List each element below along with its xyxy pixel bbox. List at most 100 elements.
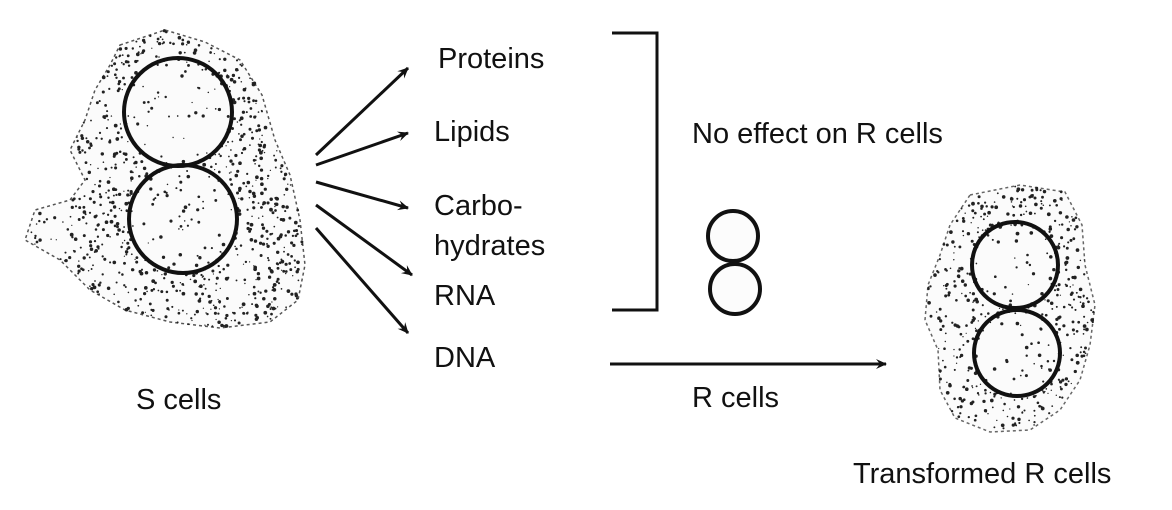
- stipple-dot: [80, 134, 84, 138]
- stipple-dot: [135, 166, 137, 168]
- stipple-dot: [1020, 333, 1024, 337]
- stipple-dot: [991, 406, 994, 409]
- stipple-dot: [1048, 412, 1051, 415]
- stipple-dot: [132, 156, 135, 159]
- stipple-dot: [953, 348, 955, 351]
- stipple-dot: [140, 160, 144, 164]
- stipple-dot: [958, 267, 961, 270]
- stipple-dot: [245, 185, 248, 188]
- stipple-dot: [69, 215, 72, 218]
- stipple-dot: [945, 287, 948, 290]
- r-cell-upper: [706, 209, 760, 263]
- stipple-dot: [191, 319, 193, 322]
- stipple-dot: [985, 410, 987, 413]
- stipple-dot: [273, 225, 276, 228]
- stipple-dot: [292, 275, 294, 277]
- stipple-dot: [252, 99, 256, 103]
- stipple-dot: [249, 115, 253, 118]
- stipple-dot: [1079, 259, 1082, 262]
- stipple-dot: [192, 273, 196, 278]
- stipple-dot: [986, 234, 990, 237]
- stipple-dot: [231, 162, 235, 166]
- stipple-dot: [238, 133, 240, 135]
- stipple-dot: [1033, 424, 1035, 426]
- stipple-dot: [178, 175, 181, 178]
- stipple-dot: [1029, 231, 1034, 235]
- stipple-dot: [259, 168, 264, 172]
- stipple-dot: [88, 256, 91, 259]
- stipple-dot: [76, 139, 79, 143]
- stipple-dot: [1048, 230, 1051, 233]
- stipple-dot: [106, 70, 110, 74]
- stipple-dot: [246, 208, 249, 211]
- stipple-dot: [96, 290, 100, 294]
- stipple-dot: [259, 254, 263, 257]
- stipple-dot: [253, 265, 258, 270]
- stipple-dot: [958, 245, 962, 249]
- stipple-dot: [288, 262, 292, 265]
- stipple-dot: [219, 250, 222, 253]
- stipple-dot: [112, 205, 117, 209]
- stipple-dot: [188, 203, 191, 206]
- stipple-dot: [1059, 385, 1062, 388]
- stipple-dot: [257, 124, 261, 128]
- stipple-dot: [965, 332, 967, 334]
- stipple-dot: [943, 285, 945, 287]
- stipple-dot: [236, 121, 239, 123]
- stipple-dot: [1082, 294, 1085, 297]
- stipple-dot: [241, 306, 243, 308]
- stipple-dot: [152, 238, 155, 241]
- stipple-dot: [1055, 305, 1058, 308]
- stipple-dot: [181, 38, 185, 42]
- stipple-dot: [956, 274, 961, 278]
- stipple-dot: [230, 149, 232, 151]
- stipple-dot: [110, 64, 114, 67]
- stipple-dot: [986, 290, 989, 293]
- stipple-dot: [1075, 353, 1079, 358]
- stipple-dot: [119, 127, 123, 130]
- stipple-dot: [210, 299, 213, 302]
- stipple-dot: [958, 396, 962, 401]
- stipple-dot: [223, 68, 227, 73]
- stipple-dot: [236, 254, 239, 256]
- stipple-dot: [133, 116, 136, 119]
- stipple-dot: [55, 239, 57, 241]
- stipple-dot: [177, 311, 181, 315]
- stipple-dot: [243, 278, 247, 282]
- stipple-dot: [122, 76, 125, 80]
- stipple-dot: [101, 75, 106, 80]
- stipple-dot: [284, 262, 288, 266]
- stipple-dot: [966, 298, 970, 303]
- stipple-dot: [146, 290, 148, 293]
- stipple-dot: [238, 119, 241, 122]
- stipple-dot: [121, 230, 125, 234]
- stipple-dot: [1028, 211, 1033, 216]
- stipple-dot: [142, 222, 146, 226]
- stipple-dot: [1017, 417, 1021, 422]
- stipple-dot: [214, 108, 217, 110]
- stipple-dot: [274, 196, 279, 201]
- stipple-dot: [105, 191, 107, 194]
- stipple-dot: [189, 278, 192, 281]
- stipple-dot: [196, 208, 200, 212]
- stipple-dot: [124, 307, 129, 312]
- stipple-dot: [275, 280, 279, 283]
- stipple-dot: [951, 321, 954, 324]
- stipple-dot: [246, 172, 249, 175]
- stipple-dot: [254, 304, 257, 306]
- stipple-dot: [972, 317, 976, 321]
- stipple-dot: [1061, 223, 1064, 226]
- stipple-dot: [179, 281, 182, 284]
- stipple-dot: [234, 245, 236, 248]
- stipple-dot: [157, 41, 162, 46]
- stipple-dot: [1036, 401, 1040, 405]
- stipple-dot: [1015, 266, 1018, 269]
- stipple-dot: [1051, 405, 1054, 407]
- stipple-dot: [1065, 215, 1069, 219]
- stipple-dot: [165, 290, 169, 294]
- stipple-dot: [141, 38, 146, 43]
- stipple-dot: [197, 44, 201, 47]
- stipple-dot: [127, 246, 131, 250]
- rna-label: RNA: [434, 280, 496, 312]
- stipple-dot: [43, 220, 46, 224]
